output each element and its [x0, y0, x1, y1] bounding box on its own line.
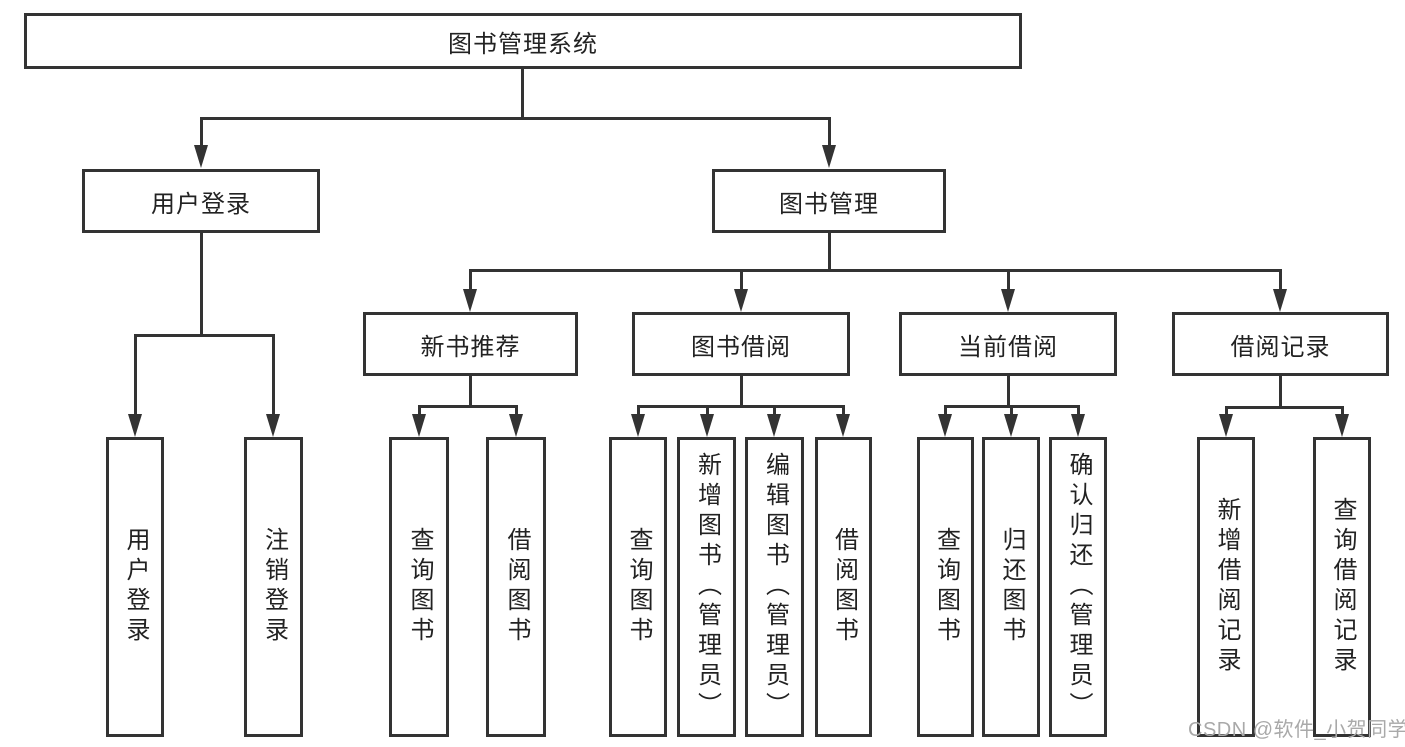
node-book-borrow-label: 图书借阅 — [691, 333, 791, 361]
leaf-recommend-borrow-books-label: 借阅图书 — [503, 527, 530, 647]
arrowhead-down-icon — [194, 145, 208, 168]
connector-line — [740, 376, 743, 408]
connector-line — [469, 269, 472, 291]
leaf-records-add-record: 新增借阅记录 — [1197, 437, 1255, 737]
arrowhead-down-icon — [700, 414, 714, 437]
leaf-logout-label: 注销登录 — [260, 527, 288, 647]
connector-line — [134, 334, 137, 415]
connector-line — [521, 69, 524, 120]
node-book-management: 图书管理 — [712, 169, 946, 233]
node-new-book-recommend-label: 新书推荐 — [420, 333, 521, 361]
connector-line — [200, 117, 831, 120]
node-borrow-records-label: 借阅记录 — [1230, 333, 1331, 361]
arrowhead-down-icon — [509, 414, 523, 437]
csdn-watermark: CSDN @软件_小贺同学 — [1188, 719, 1405, 741]
leaf-current-confirm-return-admin-label: 确认归还（管理员） — [1065, 452, 1092, 722]
connector-line — [637, 405, 640, 416]
connector-line — [469, 376, 472, 408]
leaf-current-query-books: 查询图书 — [917, 437, 974, 737]
arrowhead-down-icon — [1071, 414, 1085, 437]
node-new-book-recommend: 新书推荐 — [363, 312, 578, 376]
connector-line — [272, 334, 275, 415]
connector-line — [200, 117, 203, 146]
arrowhead-down-icon — [1219, 414, 1233, 437]
arrowhead-down-icon — [734, 289, 748, 312]
connector-line — [773, 405, 776, 416]
leaf-borrow-add-books-admin: 新增图书（管理员） — [677, 437, 736, 737]
connector-line — [944, 405, 947, 416]
connector-line — [515, 405, 518, 416]
node-book-management-label: 图书管理 — [779, 190, 879, 218]
connector-line — [1007, 269, 1010, 291]
connector-line — [134, 334, 275, 337]
connector-line — [1010, 405, 1013, 416]
leaf-current-return-books-label: 归还图书 — [998, 527, 1025, 647]
node-borrow-records: 借阅记录 — [1172, 312, 1389, 376]
leaf-recommend-query-books: 查询图书 — [389, 437, 449, 737]
connector-line — [1279, 376, 1282, 409]
leaf-logout: 注销登录 — [244, 437, 303, 737]
connector-line — [418, 405, 518, 408]
connector-line — [706, 405, 709, 416]
connector-line — [1077, 405, 1080, 416]
connector-line — [1225, 406, 1344, 409]
arrowhead-down-icon — [266, 414, 280, 437]
arrowhead-down-icon — [822, 145, 836, 168]
arrowhead-down-icon — [938, 414, 952, 437]
node-root-label: 图书管理系统 — [448, 30, 598, 58]
leaf-current-return-books: 归还图书 — [982, 437, 1040, 737]
arrowhead-down-icon — [1335, 414, 1349, 437]
leaf-records-add-record-label: 新增借阅记录 — [1213, 497, 1240, 677]
arrowhead-down-icon — [128, 414, 142, 437]
connector-line — [418, 405, 421, 416]
leaf-current-query-books-label: 查询图书 — [932, 527, 960, 647]
arrowhead-down-icon — [1273, 289, 1287, 312]
leaf-borrow-add-books-admin-label: 新增图书（管理员） — [693, 452, 721, 722]
node-current-borrow: 当前借阅 — [899, 312, 1117, 376]
leaf-recommend-query-books-label: 查询图书 — [406, 527, 433, 647]
leaf-records-query-record-label: 查询借阅记录 — [1329, 497, 1356, 677]
arrowhead-down-icon — [412, 414, 426, 437]
leaf-borrow-edit-books-admin-label: 编辑图书（管理员） — [761, 452, 789, 722]
connector-line — [1279, 269, 1282, 291]
connector-line — [828, 233, 831, 272]
node-current-borrow-label: 当前借阅 — [958, 333, 1058, 361]
connector-line — [828, 117, 831, 146]
connector-line — [637, 405, 845, 408]
arrowhead-down-icon — [1001, 289, 1015, 312]
leaf-borrow-edit-books-admin: 编辑图书（管理员） — [745, 437, 804, 737]
arrowhead-down-icon — [767, 414, 781, 437]
arrowhead-down-icon — [1004, 414, 1018, 437]
leaf-borrow-lend-books-label: 借阅图书 — [830, 527, 858, 647]
arrowhead-down-icon — [631, 414, 645, 437]
node-user-login-group: 用户登录 — [82, 169, 320, 233]
node-book-borrow: 图书借阅 — [632, 312, 850, 376]
connector-line — [469, 269, 1281, 272]
node-user-login-group-label: 用户登录 — [151, 190, 251, 218]
leaf-borrow-query-books-label: 查询图书 — [625, 527, 652, 647]
leaf-user-login-label: 用户登录 — [122, 527, 149, 647]
connector-line — [740, 269, 743, 291]
connector-line — [1341, 406, 1344, 416]
arrowhead-down-icon — [463, 289, 477, 312]
leaf-borrow-lend-books: 借阅图书 — [815, 437, 872, 737]
leaf-user-login: 用户登录 — [106, 437, 164, 737]
node-root: 图书管理系统 — [24, 13, 1022, 69]
connector-line — [200, 233, 203, 337]
leaf-current-confirm-return-admin: 确认归还（管理员） — [1049, 437, 1107, 737]
connector-line — [1007, 376, 1010, 408]
connector-line — [1225, 406, 1228, 416]
connector-line — [842, 405, 845, 416]
leaf-borrow-query-books: 查询图书 — [609, 437, 667, 737]
arrowhead-down-icon — [836, 414, 850, 437]
leaf-records-query-record: 查询借阅记录 — [1313, 437, 1371, 737]
leaf-recommend-borrow-books: 借阅图书 — [486, 437, 546, 737]
